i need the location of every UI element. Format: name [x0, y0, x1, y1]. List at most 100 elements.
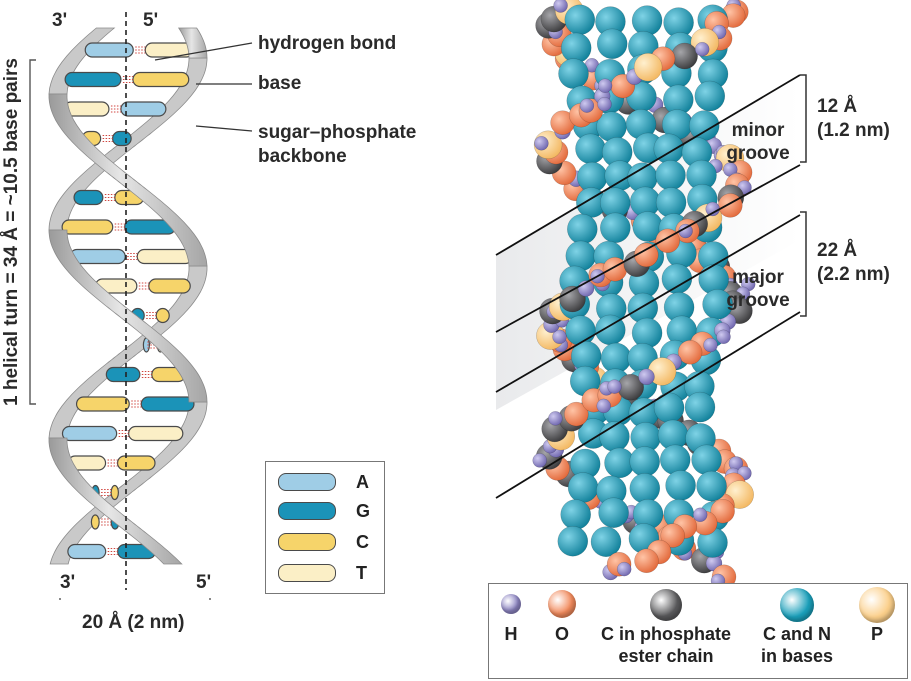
base-atom [691, 444, 722, 476]
strand-end-label-top-right: 5' [143, 10, 159, 31]
base-atom [655, 187, 687, 218]
minor-groove-size-line2: (1.2 nm) [817, 120, 890, 141]
base-atom [567, 213, 598, 245]
strand-a-segment [177, 27, 208, 59]
legend-label-c: C [356, 531, 369, 552]
strand-a-segment [48, 229, 208, 403]
legend-label-c-phosphate-line2: ester chain [618, 646, 714, 666]
oxygen-atom [710, 498, 735, 524]
legend-label-c-n-bases-line1: C and N [762, 624, 831, 644]
legend-sphere-h [501, 594, 521, 614]
legend-sphere-p [859, 587, 895, 623]
atom-color-legend: H O C in phosphate ester chain C and N i… [488, 583, 908, 679]
oxygen-atom [677, 340, 703, 365]
space-filling-model [495, 0, 807, 585]
base-C [110, 484, 119, 501]
base-atom [694, 80, 726, 112]
base-atom [661, 263, 693, 295]
base-atom [653, 392, 685, 424]
legend-swatch-g [278, 502, 336, 520]
legend-swatch-c [278, 533, 336, 551]
base-atom [598, 497, 629, 528]
base-C [61, 219, 114, 235]
base-C [148, 278, 191, 294]
base-G [105, 366, 141, 383]
legend-label-o: O [554, 624, 569, 644]
base-C [90, 514, 100, 530]
hydrogen-atom [616, 561, 632, 577]
hydrogen-atom [597, 96, 612, 112]
callout-line-backbone [195, 125, 253, 132]
base-color-legend: A G C T [265, 461, 385, 594]
base-atom [557, 525, 589, 557]
strand-end-label-top-left: 3' [52, 10, 68, 31]
groove-line-1 [495, 74, 801, 256]
base-C [155, 307, 170, 324]
hydrogen-atom [596, 398, 611, 414]
major-groove-name-line1: major [732, 267, 784, 288]
groove-line-4 [495, 311, 801, 499]
hydrogen-atom [716, 329, 731, 345]
legend-label-g: G [356, 500, 371, 521]
phosphorus-atom [633, 52, 663, 82]
minor-groove-name-line2: groove [726, 143, 790, 164]
base-G [112, 130, 132, 147]
hydrogen-atom [548, 411, 563, 426]
carbon-chain-atom [559, 285, 586, 313]
base-atom [560, 499, 591, 530]
base-G [73, 189, 104, 206]
base-atom [629, 446, 660, 477]
groove-line-3 [495, 214, 801, 393]
base-atom [565, 315, 596, 346]
legend-label-a: A [356, 471, 369, 492]
major-groove-size-line1: 22 Å [817, 240, 858, 261]
major-groove-name-line2: groove [726, 290, 790, 311]
hydrogen-atom [703, 337, 718, 353]
legend-swatch-t [278, 564, 336, 582]
base-atom [567, 472, 599, 503]
base-atom [659, 444, 691, 476]
hydrogen-atom [532, 453, 547, 468]
hydrogen-atom [607, 379, 622, 394]
minor-groove-name-line1: minor [731, 120, 785, 141]
base-A [67, 543, 107, 560]
legend-item-a: A [278, 472, 369, 492]
minor-groove-size-line1: 12 Å [817, 96, 858, 117]
atom-spheres [532, 0, 756, 585]
base-atom [631, 5, 663, 36]
legend-label-h: H [504, 624, 518, 644]
base-atom [590, 526, 622, 557]
base-C [132, 71, 190, 88]
base-C [116, 455, 156, 471]
oxygen-atom [718, 193, 743, 218]
hydrogen-atom [534, 136, 549, 151]
base-T [128, 425, 184, 442]
hydrogen-atom [552, 329, 567, 345]
base-T [136, 248, 194, 265]
legend-swatch-a [278, 473, 336, 491]
legend-item-g: G [278, 501, 370, 521]
groove-line-2 [495, 164, 801, 333]
oxygen-atom [564, 401, 589, 427]
front-backbone-strand [48, 27, 208, 565]
strand-a-segment [49, 401, 208, 565]
base-A [61, 425, 118, 442]
width-bracket [59, 598, 211, 600]
legend-label-c-n-bases-line2: in bases [760, 646, 834, 666]
base-atom [600, 212, 631, 244]
oxygen-atom [634, 242, 659, 268]
base-atom [575, 133, 606, 165]
base-atom [684, 391, 716, 423]
helical-turn-label: 1 helical turn = 34 Å = ~10.5 base pairs [1, 58, 22, 406]
carbon-chain-atom [671, 42, 698, 70]
hydrogen-atom [553, 0, 568, 13]
base-C [75, 396, 130, 412]
minor-groove-bracket [800, 74, 807, 163]
callout-line-hydrogen-bond [154, 42, 253, 61]
hydrogen-atom [597, 78, 613, 93]
base-atom [665, 470, 696, 501]
oxygen-atom [602, 257, 628, 282]
legend-sphere-c-phosphate [650, 589, 682, 621]
major-groove-size-line2: (2.2 nm) [817, 264, 890, 285]
base-atom [558, 58, 589, 89]
